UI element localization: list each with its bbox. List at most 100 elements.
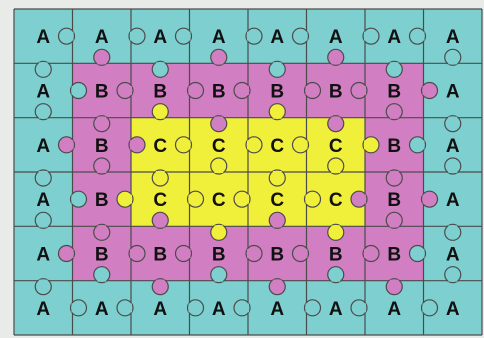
knob-neck-h-r5c6 — [390, 280, 399, 287]
knob-neck-h-r4c4 — [273, 220, 282, 227]
piece-label-r2c0: A — [36, 136, 50, 157]
piece-label-r4c6: B — [387, 245, 401, 266]
knob-neck-h-r2c1 — [97, 117, 106, 124]
piece-label-r5c5: A — [329, 299, 343, 320]
knob-neck-h-r4c6 — [390, 220, 399, 227]
knob-neck-h-r3c2 — [156, 171, 165, 178]
knob-neck-h-r4c2 — [156, 220, 165, 227]
piece-label-r5c1: A — [95, 299, 109, 320]
knob-neck-v-r4c7 — [418, 249, 425, 258]
knob-neck-h-r3c6 — [390, 171, 399, 178]
knob-neck-h-r1c3 — [214, 57, 223, 64]
piece-label-r0c4: A — [270, 27, 284, 48]
piece-label-r2c2: C — [153, 136, 167, 157]
piece-label-r1c7: A — [446, 82, 460, 103]
knob-neck-v-r3c7 — [423, 195, 430, 204]
piece-label-r0c7: A — [446, 27, 460, 48]
knob-neck-h-r2c5 — [331, 117, 340, 124]
knob-neck-v-r1c2 — [125, 86, 132, 95]
piece-label-r3c2: C — [153, 190, 167, 211]
knob-neck-v-r2c5 — [301, 140, 308, 149]
knob-neck-h-r4c1 — [97, 225, 106, 232]
piece-label-r3c1: B — [95, 190, 109, 211]
knob-neck-h-r1c4 — [273, 62, 282, 69]
knob-neck-v-r4c1 — [67, 249, 74, 258]
knob-neck-v-r3c1 — [72, 195, 79, 204]
knob-neck-h-r3c3 — [214, 166, 223, 173]
piece-label-r1c4: B — [270, 82, 284, 103]
piece-label-r5c3: A — [212, 299, 226, 320]
piece-label-r0c1: A — [95, 27, 109, 48]
knob-neck-v-r3c6 — [359, 195, 366, 204]
knob-neck-h-r5c5 — [331, 275, 340, 282]
piece-label-r3c6: B — [387, 190, 401, 211]
piece-label-r2c4: C — [270, 136, 284, 157]
knob-neck-v-r0c5 — [301, 32, 308, 41]
knob-neck-h-r1c6 — [390, 62, 399, 69]
knob-neck-v-r2c3 — [184, 140, 191, 149]
knob-neck-v-r5c4 — [242, 303, 249, 312]
piece-label-r0c2: A — [153, 27, 167, 48]
knob-neck-h-r1c1 — [97, 57, 106, 64]
knob-neck-v-r1c3 — [189, 86, 196, 95]
piece-label-r4c0: A — [36, 245, 50, 266]
knob-neck-h-r5c1 — [97, 275, 106, 282]
knob-neck-v-r5c5 — [306, 303, 313, 312]
piece-label-r4c5: B — [329, 245, 343, 266]
knob-neck-h-r5c7 — [448, 275, 457, 282]
piece-label-r4c4: B — [270, 245, 284, 266]
knob-neck-v-r1c7 — [423, 86, 430, 95]
piece-label-r0c3: A — [212, 27, 226, 48]
knob-neck-h-r5c4 — [273, 280, 282, 287]
knob-neck-v-r4c6 — [364, 249, 371, 258]
piece-label-r4c1: B — [95, 245, 109, 266]
piece-label-r3c0: A — [36, 190, 50, 211]
knob-neck-h-r2c3 — [214, 117, 223, 124]
piece-label-r5c2: A — [153, 299, 167, 320]
knob-neck-h-r1c0 — [39, 62, 48, 69]
piece-label-r5c0: A — [36, 299, 50, 320]
knob-neck-v-r0c3 — [184, 32, 191, 41]
piece-label-r1c6: B — [387, 82, 401, 103]
knob-neck-v-r2c1 — [67, 140, 74, 149]
knob-neck-v-r1c6 — [359, 86, 366, 95]
knob-neck-h-r4c0 — [39, 220, 48, 227]
knob-neck-v-r2c6 — [364, 140, 371, 149]
piece-label-r1c2: B — [153, 82, 167, 103]
piece-label-r5c4: A — [270, 299, 284, 320]
knob-neck-v-r3c4 — [242, 195, 249, 204]
knob-neck-h-r2c7 — [448, 117, 457, 124]
knob-neck-v-r0c6 — [364, 32, 371, 41]
piece-label-r0c0: A — [36, 27, 50, 48]
piece-label-r4c3: B — [212, 245, 226, 266]
knob-neck-v-r5c2 — [125, 303, 132, 312]
piece-label-r4c2: B — [153, 245, 167, 266]
knob-neck-v-r1c5 — [306, 86, 313, 95]
knob-neck-h-r3c4 — [273, 171, 282, 178]
knob-neck-h-r1c5 — [331, 57, 340, 64]
knob-neck-h-r3c5 — [331, 166, 340, 173]
piece-label-r2c7: A — [446, 136, 460, 157]
knob-neck-h-r3c1 — [97, 166, 106, 173]
piece-label-r1c1: B — [95, 82, 109, 103]
knob-neck-v-r5c7 — [423, 303, 430, 312]
knob-neck-h-r4c3 — [214, 225, 223, 232]
knob-neck-v-r2c7 — [418, 140, 425, 149]
knob-neck-h-r3c0 — [39, 171, 48, 178]
piece-label-r1c0: A — [36, 82, 50, 103]
knob-neck-v-r2c2 — [130, 140, 137, 149]
piece-label-r1c5: B — [329, 82, 343, 103]
knob-neck-h-r1c7 — [448, 57, 457, 64]
piece-label-r0c5: A — [329, 27, 343, 48]
knob-neck-v-r5c3 — [189, 303, 196, 312]
piece-label-r2c6: B — [387, 136, 401, 157]
knob-neck-v-r5c1 — [72, 303, 79, 312]
knob-neck-v-r3c5 — [306, 195, 313, 204]
piece-label-r2c3: C — [212, 136, 226, 157]
piece-label-r3c7: A — [446, 190, 460, 211]
piece-label-r1c3: B — [212, 82, 226, 103]
piece-label-r5c6: A — [387, 299, 401, 320]
knob-neck-h-r2c0 — [39, 112, 48, 119]
